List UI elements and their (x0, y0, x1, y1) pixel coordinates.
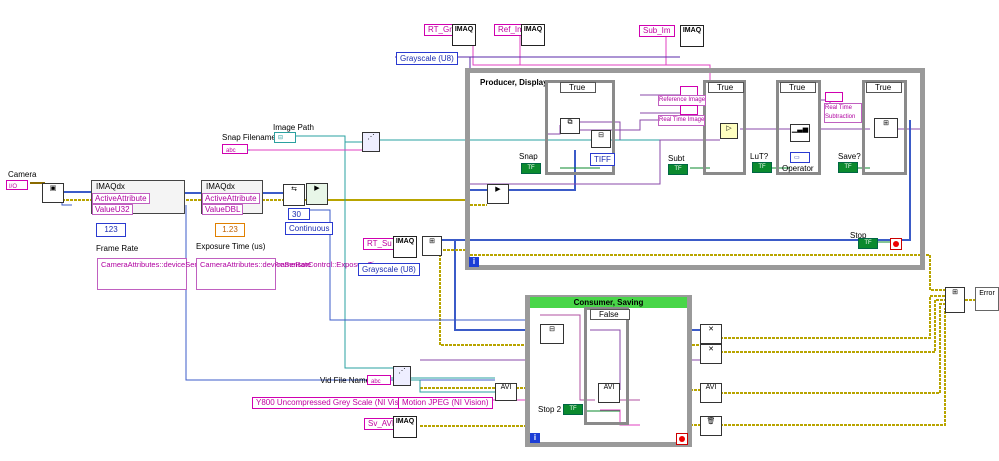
consumer-case (584, 307, 629, 425)
enqueue-icon: ⊞ (874, 118, 898, 138)
avi-close-icon: AVI (700, 383, 722, 403)
frame-rate-label: Frame Rate (96, 244, 139, 253)
save-button[interactable]: TF (838, 162, 858, 173)
snap-case (545, 80, 615, 175)
write-file-icon: ⊟ (591, 130, 611, 148)
copy-image-icon: ⧉ (560, 118, 580, 134)
close-camera-icon: ✕ (700, 344, 722, 364)
producer-stop-icon (890, 238, 902, 250)
dequeue-icon: ⊟ (540, 324, 564, 344)
imaq-create-ref-im-label: IMAQ (523, 26, 543, 33)
build-vid-path-icon: ⋰ (393, 366, 411, 386)
stop2-button[interactable]: TF (563, 404, 583, 415)
imaq-create-ref-im: IMAQ (521, 24, 545, 46)
imaq-create-sub-im: IMAQ (680, 25, 704, 47)
real-time-image-const-icon (680, 105, 698, 115)
snap-label: Snap (519, 152, 538, 161)
imaq-create-sub-im-label: IMAQ (682, 27, 702, 34)
subtract-icon: ▷ (720, 123, 738, 139)
lut-label: LuT? (750, 152, 769, 161)
imaq-create-rt-su: IMAQ (393, 236, 417, 258)
sv-avi-constant: Sv_AVI (364, 418, 399, 430)
open-camera-icon: ▣ (42, 183, 64, 203)
subt-case-selector[interactable]: True (708, 82, 745, 93)
imaq-create-sv-avi-label: IMAQ (395, 418, 415, 425)
save-case (862, 80, 907, 175)
ref-im-constant: Ref_Im (494, 24, 528, 36)
exposure-time-label: Exposure Time (us) (196, 242, 266, 251)
real-time-subtraction-constant: Real Time Subtraction (824, 103, 862, 123)
grab-icon: ▶ (487, 184, 509, 204)
lut-case (776, 80, 821, 175)
imaq-create-rt-su-label: IMAQ (395, 238, 415, 245)
camera-control[interactable]: I/O (6, 180, 28, 190)
subt-button[interactable]: TF (668, 164, 688, 175)
release-queue-icon: ✕ (700, 324, 722, 344)
consumer-case-selector[interactable]: False (590, 309, 630, 320)
snap-case-selector[interactable]: True (560, 82, 597, 93)
start-acquisition-icon: ▶ (306, 183, 328, 205)
camera-label: Camera (8, 170, 37, 179)
frame-rate-indicator: 123 (96, 223, 126, 237)
active-attribute-1: ActiveAttribute (92, 193, 150, 204)
consumer-title: Consumer, Saving (530, 297, 687, 308)
rt-su-constant: RT_Su (363, 238, 396, 250)
dispose-image-icon: 🗑 (700, 416, 722, 436)
error-indicator: Error (975, 287, 999, 311)
y800-constant: Y800 Uncompressed Grey Scale (NI Vision) (252, 397, 416, 409)
camera-attributes-exposure: CameraAttributes::deviceSensorControl::E… (196, 258, 384, 290)
obtain-queue-icon: ⊞ (422, 236, 442, 256)
vid-file-name-control[interactable]: abc (367, 375, 391, 385)
consumer-iteration-icon: i (530, 433, 540, 443)
sub-im-constant: Sub_Im (639, 25, 675, 37)
stop-label: Stop (850, 231, 867, 240)
camera-attributes-frame-rate: CameraAttributes::deviceSensorControl::A… (97, 258, 311, 290)
subt-label: Subt (668, 154, 685, 163)
stop-button[interactable]: TF (858, 238, 878, 249)
subt-case (703, 80, 746, 175)
operator-label: Operator (782, 164, 814, 173)
tiff-enum[interactable]: TIFF (590, 153, 615, 166)
snap-filename-label: Snap Filename (222, 133, 276, 142)
consumer-stop-icon (676, 433, 688, 445)
avi-create-icon: AVI (495, 383, 517, 401)
snap-filename-control[interactable]: abc (222, 144, 248, 154)
lut-case-selector[interactable]: True (780, 82, 817, 93)
stop2-label: Stop 2 (538, 405, 562, 414)
build-path-icon: ⋰ (362, 132, 380, 152)
lut-icon: ▁▃▅ (790, 124, 810, 142)
exposure-time-control[interactable]: 1.23 (215, 223, 245, 237)
value-dbl: ValueDBL (202, 204, 244, 215)
imaq-create-rt-gr-label: IMAQ (454, 26, 474, 33)
vid-file-name-label: Vid File Name (320, 376, 371, 385)
buffers-constant: 30 (288, 208, 310, 220)
image-path-label: Image Path (273, 123, 314, 132)
real-time-image-constant: Real Time Image (658, 115, 706, 126)
lut-button[interactable]: TF (752, 162, 772, 173)
active-attribute-2: ActiveAttribute (202, 193, 260, 204)
imaqdx-node-1-title: IMAQdx (96, 182, 125, 191)
imaq-create-sv-avi: IMAQ (393, 416, 417, 438)
imaq-create-rt-gr: IMAQ (452, 24, 476, 46)
producer-loop (465, 68, 925, 270)
imaqdx-node-2-title: IMAQdx (206, 182, 235, 191)
producer-iteration-icon: i (469, 257, 479, 267)
snap-button[interactable]: TF (521, 163, 541, 174)
mjpeg-constant: Motion JPEG (NI Vision) (398, 397, 493, 409)
value-u32: ValueU32 (92, 204, 133, 215)
real-time-subtraction-const-icon (825, 92, 843, 102)
avi-write-icon: AVI (598, 383, 620, 403)
error-label: Error (979, 290, 995, 297)
image-path-control[interactable]: ⊟ (274, 132, 296, 143)
merge-errors-icon: ⊞ (945, 287, 965, 313)
save-case-selector[interactable]: True (866, 82, 903, 93)
continuous-enum[interactable]: Continuous (285, 222, 334, 235)
producer-title: Producer, Display (480, 78, 548, 87)
configure-grab-icon: ⇆ (283, 184, 305, 206)
grayscale-enum-2[interactable]: Grayscale (U8) (358, 263, 420, 276)
operator-enum[interactable]: ▭ (790, 152, 810, 163)
grayscale-enum-1[interactable]: Grayscale (U8) (396, 52, 458, 65)
save-label: Save? (838, 152, 861, 161)
